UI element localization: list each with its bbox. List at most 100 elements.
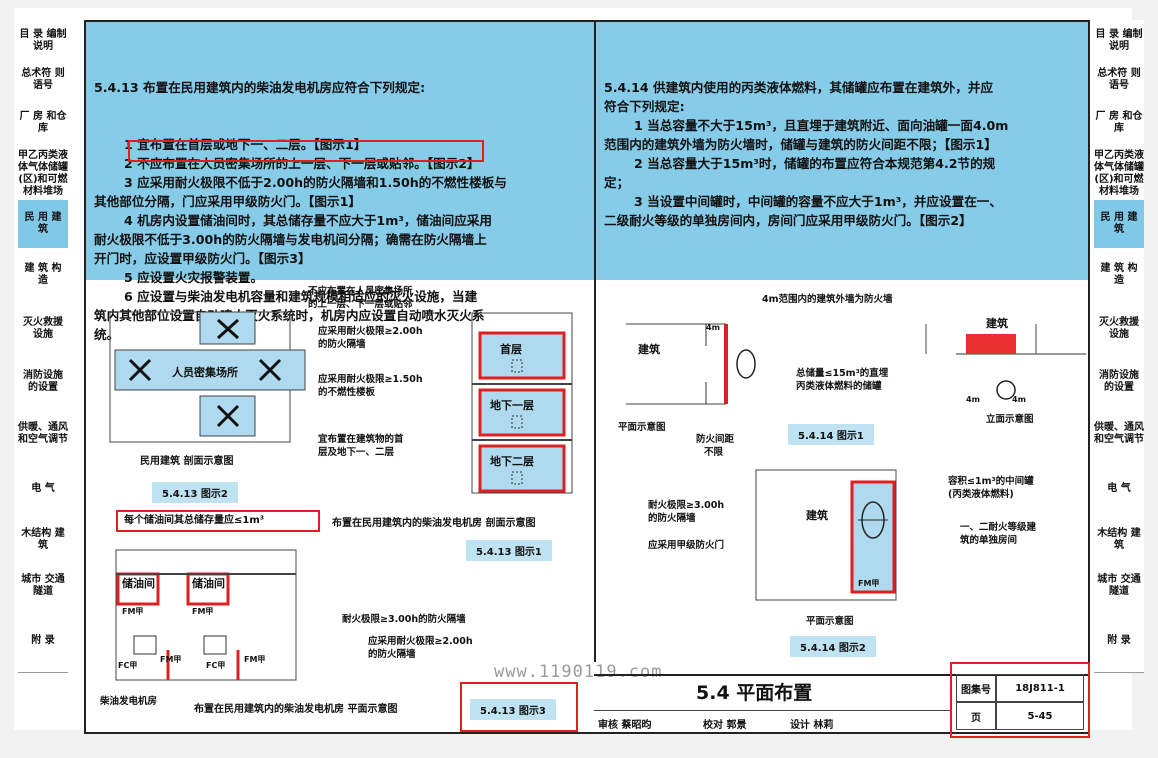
chapter-tab[interactable]: 目 录 编制 说明: [18, 20, 68, 63]
title-block: [594, 674, 1088, 734]
chapter-tab[interactable]: 木结构 建筑: [1094, 518, 1144, 563]
chapter-tab[interactable]: 消防设施 的设置: [18, 356, 68, 409]
chapter-tab[interactable]: 供暖、通风 和空气调节: [1094, 408, 1144, 461]
highlight-atlas-info: [950, 662, 1090, 738]
clause-5-4-14-line: 范围内的建筑外墙为防火墙时，储罐与建筑的防火间距不限；【图示1】: [604, 137, 997, 152]
atlas-number: 18J811-1: [996, 674, 1084, 702]
clause-5-4-14-line: 1 当总容量不大于15m³，且直埋于建筑附近、面向油罐一面4.0m: [634, 118, 1009, 133]
chapter-tab[interactable]: 总术符 则语号: [18, 62, 68, 99]
fig3-note1: 耐火极限≥3.00h的防火隔墙: [342, 614, 466, 625]
fig2-section-drawing: [109, 311, 306, 443]
design-label: 设计: [789, 720, 810, 731]
fig1-note2-line2: 的不燃性楼板: [318, 387, 376, 398]
fig3-door2: FM甲: [192, 607, 214, 616]
fig414-2-wall-note2: 的防火隔墙: [648, 513, 696, 524]
fig414-2-plan-label: 平面示意图: [806, 616, 854, 627]
center-divider: [594, 22, 596, 662]
fig414-2-tank-note1: 容积≤1m³的中间罐: [948, 476, 1034, 487]
fig1-floor2: 地下一层: [490, 399, 534, 412]
fig1-note3-line2: 层及地下一、二层: [318, 447, 395, 458]
clause-5-4-13-line: 耐火极限不低于3.00h的防火隔墙与发电机间分隔；确需在防火隔墙上: [94, 232, 487, 247]
chapter-tab[interactable]: 供暖、通风 和空气调节: [18, 408, 68, 461]
fig3-note2-line2: 的防火隔墙: [368, 649, 416, 660]
fig414-2-tank-note2: (丙类液体燃料): [948, 489, 1014, 500]
fig3-room1: 储油间: [122, 577, 155, 590]
fig2-caption: 5.4.13 图示2: [152, 482, 238, 503]
clause-5-4-14: 5.4.14 供建筑内使用的丙类液体燃料，其储罐应布置在建筑外，并应符合下列规定…: [604, 40, 1084, 268]
chapter-tab[interactable]: 灭火救援 设施: [18, 302, 68, 357]
chapter-tab[interactable]: 附 录: [18, 610, 68, 673]
chapter-tab[interactable]: 城市 交通隧道: [1094, 562, 1144, 611]
fig3-room2: 储油间: [192, 577, 225, 590]
fig414-2-door-tag: FM甲: [858, 579, 880, 588]
chapter-tab[interactable]: 民 用 建 筑: [18, 200, 68, 249]
clause-5-4-13-line: 开门时，应设置甲级防火门。【图示3】: [94, 251, 311, 266]
fig3-limit-note: 每个储油间其总储存量应≤1m³: [124, 515, 265, 526]
highlight-clause-4: [128, 140, 484, 162]
fig1-note3-line1: 宜布置在建筑物的首: [318, 434, 404, 445]
fig414-2-door-note: 应采用甲级防火门: [648, 540, 725, 551]
fig1-floor1: 首层: [500, 343, 522, 356]
clause-5-4-14-line: 符合下列规定:: [604, 99, 685, 114]
chapter-tab[interactable]: 电 气: [18, 460, 68, 519]
fig1-note2-line1: 应采用耐火极限≥1.50h: [318, 374, 423, 385]
clause-5-4-14-line: 二级耐火等级的单独房间内，房间门应采用甲级防火门。【图示2】: [604, 213, 972, 228]
page-frame: 5.4.13 布置在民用建筑内的柴油发电机房应符合下列规定: 1 宜布置在首层或…: [84, 20, 1090, 738]
fig3-door5: FC甲: [206, 661, 226, 670]
fig3-door6: FM甲: [244, 655, 266, 664]
fig1-note1-line2: 的防火隔墙: [318, 339, 366, 350]
chapter-tab[interactable]: 附 录: [1094, 610, 1144, 673]
left-text-panel: [86, 22, 594, 280]
chapter-tab[interactable]: 消防设施 的设置: [1094, 356, 1144, 409]
fig2-note-line2: 的上一层、下一层或贴邻: [308, 299, 413, 310]
fig3-caption: 5.4.13 图示3: [470, 699, 556, 720]
fig414-2-room-note1: 一、二耐火等级建: [960, 522, 1037, 533]
clause-5-4-13: 5.4.13 布置在民用建筑内的柴油发电机房应符合下列规定: 1 宜布置在首层或…: [94, 40, 589, 382]
right-text-panel: [596, 22, 1088, 280]
fig414-1-wall-note: 4m范围内的建筑外墙为防火墙: [762, 294, 893, 305]
clause-5-4-13-line: 4 机房内设置储油间时，其总储存量不应大于1m³，储油间应采用: [124, 213, 492, 228]
fig414-1-spacing2: 不限: [704, 447, 724, 458]
chapter-tab[interactable]: 厂 房 和仓 库: [18, 98, 68, 149]
chapter-tab[interactable]: 建 筑 构 造: [1094, 248, 1144, 303]
atlas-label: 图集号: [956, 674, 996, 702]
fig414-1-elev-label: 立面示意图: [986, 414, 1034, 425]
check-label: 校对: [702, 720, 723, 731]
fig414-1-drawing: [626, 323, 1086, 405]
fig414-1-building2: 建筑: [986, 317, 1008, 330]
chapter-tab[interactable]: 电 气: [1094, 460, 1144, 519]
highlight-fig3-caption: [460, 682, 578, 732]
chapter-tab[interactable]: 建 筑 构 造: [18, 248, 68, 303]
chapter-tab[interactable]: 灭火救援 设施: [1094, 302, 1144, 357]
fig414-1-tank-note1: 总储量≤15m³的直埋: [796, 368, 889, 379]
chapter-tab[interactable]: 总术符 则语号: [1094, 62, 1144, 99]
clause-5-4-13-line: 统。: [94, 327, 120, 342]
chapter-tab[interactable]: 厂 房 和仓 库: [1094, 98, 1144, 149]
fig1-floor3: 地下二层: [490, 455, 534, 468]
fig1-section-label: 布置在民用建筑内的柴油发电机房 剖面示意图: [332, 518, 536, 529]
fig3-door1: FM甲: [122, 607, 144, 616]
chapter-tab[interactable]: 木结构 建筑: [18, 518, 68, 563]
fig3-door4: FM甲: [160, 655, 182, 664]
clause-5-4-13-line: 6 应设置与柴油发电机容量和建筑规模相适应的灭火设施，当建: [124, 289, 478, 304]
chapter-tab[interactable]: 民 用 建 筑: [1094, 200, 1144, 249]
page-label: 页: [956, 702, 996, 730]
fig3-plan-label: 布置在民用建筑内的柴油发电机房 平面示意图: [194, 704, 398, 715]
clause-5-4-14-line: 2 当总容量大于15m³时，储罐的布置应符合本规范第4.2节的规: [634, 156, 996, 171]
chapter-tab[interactable]: 城市 交通隧道: [18, 562, 68, 611]
fig3-note2-line1: 应采用耐火极限≥2.00h: [368, 636, 473, 647]
fig2-section-label: 民用建筑 剖面示意图: [140, 456, 234, 467]
fig414-2-room-note2: 筑的单独房间: [960, 535, 1018, 546]
fig3-room-label: 柴油发电机房: [100, 696, 158, 707]
chapter-tab[interactable]: 甲乙丙类液体气体储罐(区)和可燃材料堆场: [18, 148, 68, 201]
clause-5-4-13-line: 5 应设置火灾报警装置。: [124, 270, 264, 285]
highlight-storage-limit: [116, 510, 320, 532]
fig414-1-plan-label: 平面示意图: [618, 422, 666, 433]
designer-name: 林莉: [813, 720, 834, 731]
clause-5-4-14-line: 5.4.14 供建筑内使用的丙类液体燃料，其储罐应布置在建筑外，并应: [604, 80, 994, 95]
chapter-tab[interactable]: 甲乙丙类液体气体储罐(区)和可燃材料堆场: [1094, 148, 1144, 201]
fig414-1-building: 建筑: [638, 343, 660, 356]
fig2-crowd-label: 人员密集场所: [172, 366, 238, 379]
fig1-section-drawing: [471, 312, 573, 494]
chapter-tab[interactable]: 目 录 编制 说明: [1094, 20, 1144, 63]
